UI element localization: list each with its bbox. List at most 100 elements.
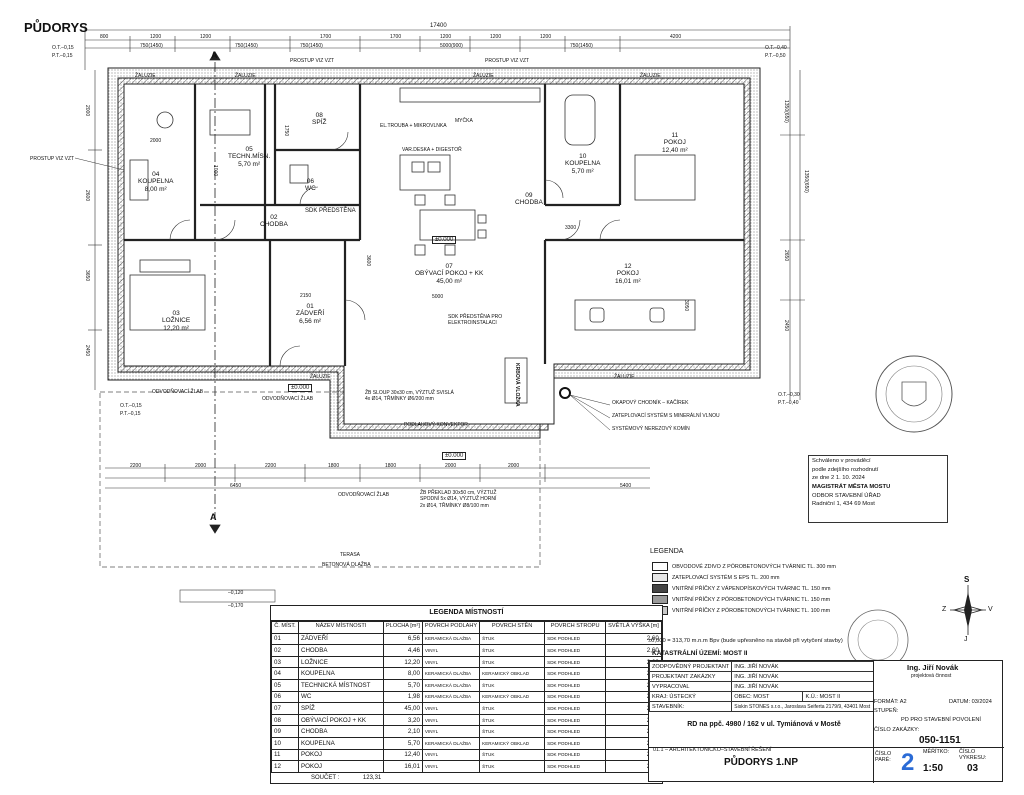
copy-number: 2	[901, 749, 915, 776]
dim-top: 1200	[200, 34, 212, 40]
dim-bottom: 1800	[385, 463, 397, 469]
room-legend-cell: ŠTUK	[479, 713, 546, 727]
door-swings	[169, 131, 621, 367]
dim-top: 1200	[490, 34, 502, 40]
level-ot2: O.T.–0,40	[765, 45, 787, 51]
note-gutter: OKAPOVÝ CHODNÍK – KAČÍREK	[612, 400, 689, 406]
room-legend-cell: 6,56	[383, 632, 423, 646]
room-legend-cell: 2,60	[605, 632, 662, 646]
order-label: ČÍSLO ZAKÁZKY:	[874, 727, 920, 733]
dim-right: 2450	[783, 320, 789, 332]
dim-bottom: 2000	[508, 463, 520, 469]
dim-top: 1200	[440, 34, 452, 40]
room-legend: LEGENDA MÍSTNOSTÍ Č. MÍST. NÁZEV MÍSTNOS…	[270, 605, 663, 784]
room-legend-cell: SDK PODHLED	[544, 713, 607, 727]
room-legend-cell: 04	[271, 667, 299, 680]
dim-top-total: 17400	[430, 23, 447, 29]
note-drain: ODVODŇOVACÍ ŽLAB	[262, 396, 314, 402]
dim-top: 1700	[390, 34, 402, 40]
dim-inner: 5000	[432, 294, 444, 300]
room-legend-cell: KERAMICKÝ OBKLAD	[479, 667, 546, 680]
order-number: 050-1151	[919, 735, 961, 746]
level-pt2: P.T.–0,50	[765, 53, 786, 59]
designer-sub: projektová činnost	[911, 673, 952, 679]
compass-s: S	[964, 575, 970, 584]
legend-title: LEGENDA	[650, 548, 684, 555]
official-seal	[875, 355, 953, 433]
format: FORMÁT: A2	[874, 699, 907, 705]
note-drain: ODVODŇOVACÍ ŽLAB	[152, 389, 204, 395]
terrace-edge	[179, 589, 276, 603]
drawing-number: 03	[967, 763, 979, 774]
chimney-marker	[559, 387, 571, 399]
section-a-label: A	[210, 512, 217, 522]
level-120: –0,120	[228, 590, 244, 596]
room-legend-cell: 8,00	[383, 667, 423, 680]
note-convector: PODLAHOVÝ KONVEKTOR	[404, 422, 468, 428]
room-legend-cell: VINYL	[421, 644, 481, 657]
dim-right: 1350(650)	[803, 170, 809, 193]
note-prostup: PROSTUP VIZ VZT	[485, 58, 530, 64]
section-line-a	[209, 51, 221, 534]
room-legend-cell: KERAMICKÁ DLAŽBA	[421, 667, 481, 680]
drawing-name: PŮDORYS 1.NP	[723, 757, 799, 768]
dim-bottom: 2200	[265, 463, 277, 469]
blind-label: ŽALUZIE	[614, 374, 635, 380]
section-a-label: A	[211, 50, 218, 60]
room-legend-cell: SDK PODHLED	[544, 748, 607, 762]
room-legend-cell: 1,98	[383, 690, 423, 704]
room-legend-cell: 12,20	[383, 655, 423, 669]
right-dimension-lines	[780, 70, 805, 400]
level-pt4: P.T.–0,40	[778, 400, 799, 406]
room-legend-cell: 3,20	[383, 713, 423, 727]
level-170: –0,170	[228, 603, 244, 609]
dim-bottom: 2000	[195, 463, 207, 469]
dim-bottom-total: 5400	[620, 483, 632, 489]
bottom-dimension-lines	[105, 464, 650, 489]
room-legend-cell: 12	[271, 760, 299, 773]
project-name: RD na ppč. 4980 / 162 v ul. Tymiánová v …	[687, 721, 841, 728]
note-terrace: TERASA	[340, 552, 361, 558]
blind-label: ŽALUZIE	[640, 73, 661, 79]
level-pt1: P.T.–0,15	[52, 53, 73, 59]
dim-top: 1200	[540, 34, 552, 40]
room-legend-cell: 07	[271, 702, 299, 715]
dim-left: 2000	[84, 105, 90, 117]
room-legend-cell: 10	[271, 736, 299, 750]
level-ot4: O.T.–0,30	[778, 392, 800, 398]
room-legend-cell: ŠTUK	[479, 725, 546, 738]
room-legend-cell: SDK PODHLED	[544, 760, 607, 773]
dim-inner: 2000	[150, 138, 162, 144]
room-legend-cell: KERAMICKÁ DLAŽBA	[421, 736, 481, 750]
dim-top: 4200	[670, 34, 682, 40]
room-legend-header: Č. MÍST. NÁZEV MÍSTNOSTI PLOCHA [m²] POV…	[271, 621, 662, 634]
room-legend-cell: VINYL	[421, 702, 481, 715]
dim-right: 3050	[683, 300, 689, 312]
room-legend-cell: VINYL	[421, 713, 481, 727]
room-legend-cell: VINYL	[421, 748, 481, 762]
room-legend-cell: SDK PODHLED	[544, 702, 607, 715]
room-legend-cell: KERAMICKÝ OBKLAD	[479, 736, 546, 750]
room-legend-cell: VINYL	[421, 655, 481, 669]
compass-rose	[950, 585, 986, 635]
room-legend-cell: SDK PODHLED	[544, 725, 607, 738]
level-ot1: O.T.–0,15	[52, 45, 74, 51]
room-legend-cell: ŠTUK	[479, 702, 546, 715]
room-legend-cell: 45,00	[383, 702, 423, 715]
room-legend-cell: SPÍŽ	[298, 702, 384, 715]
room-legend-cell: VINYL	[421, 725, 481, 738]
room-legend-cell: SDK PODHLED	[544, 690, 607, 704]
room-legend-cell: 5,70	[383, 736, 423, 750]
room-legend-cell: SDK PODHLED	[544, 667, 607, 680]
dim-top: 800	[100, 34, 109, 40]
note-fireplace: KRBOVÁ VLOŽKA	[514, 363, 520, 407]
room-legend-cell: 03	[271, 655, 299, 669]
